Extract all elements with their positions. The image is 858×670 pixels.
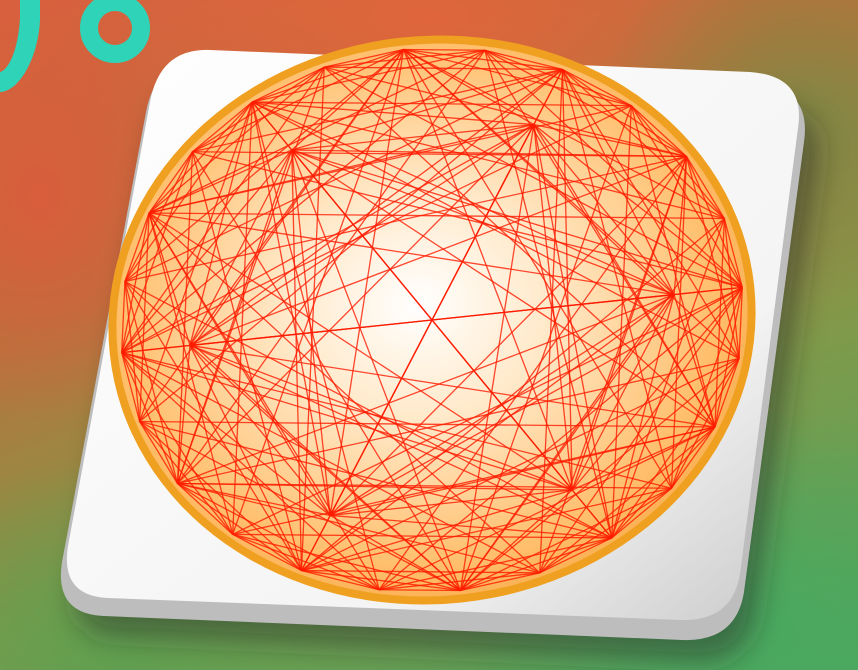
teal-ring-glyph-icon [0,0,141,92]
